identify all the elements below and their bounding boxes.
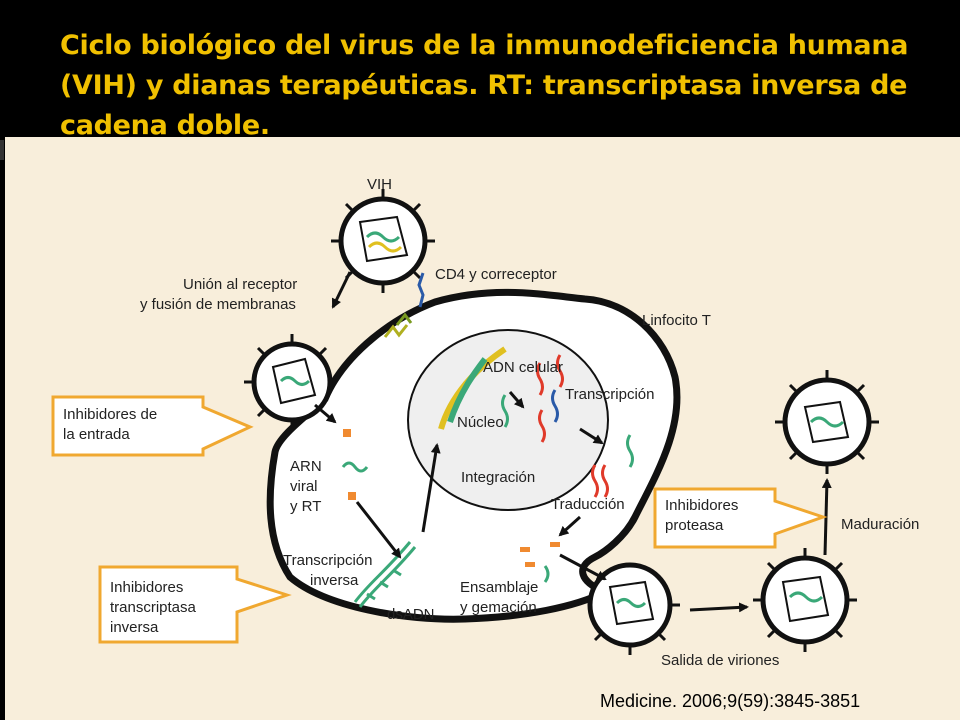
viral-rna — [341, 429, 369, 500]
hiv-lifecycle-diagram: VIH Unión al receptor y fusión de membra… — [51, 176, 919, 669]
callout-rt-2: transcriptasa — [110, 599, 197, 616]
label-union-1: Unión al receptor — [183, 276, 297, 293]
label-cd4: CD4 y correceptor — [435, 266, 557, 283]
label-maduracion: Maduración — [841, 516, 919, 533]
label-integracion: Integración — [461, 469, 535, 486]
hiv-lifecycle-figure: VIH Unión al receptor y fusión de membra… — [5, 137, 960, 720]
callout-proteasa-1: Inhibidores — [665, 497, 738, 514]
diagram-labels: VIH Unión al receptor y fusión de membra… — [63, 176, 919, 669]
virion-fusing — [244, 334, 333, 430]
slide-edge-mark — [0, 140, 4, 160]
label-ensamblaje-2: y gemación — [460, 599, 537, 616]
label-ti-2: inversa — [310, 572, 359, 589]
label-union-2: y fusión de membranas — [140, 296, 296, 313]
source-citation: Medicine. 2006;9(59):3845-3851 — [600, 691, 861, 711]
label-ensamblaje-1: Ensamblaje — [460, 579, 538, 596]
callout-rt-1: Inhibidores — [110, 579, 183, 596]
label-salida: Salida de viriones — [661, 652, 779, 669]
mrna-strands — [501, 354, 634, 498]
label-arn-3: y RT — [290, 498, 321, 515]
callout-rt-inhibitors — [98, 565, 292, 644]
label-adn-celular: ADN celular — [483, 359, 563, 376]
virion-released — [753, 548, 857, 652]
integrated-dna — [447, 357, 488, 423]
assembly-rna — [543, 565, 550, 583]
label-transcripcion: Transcripción — [565, 386, 654, 403]
slide-title: Ciclo biológico del virus de la inmunode… — [60, 30, 909, 141]
callout-protease-inhibitors — [653, 487, 828, 549]
label-arn-1: ARN — [290, 458, 322, 475]
label-linfocito: Linfocito T — [642, 312, 711, 329]
label-arn-2: viral — [290, 478, 318, 495]
callout-entry-inhibitors — [51, 395, 254, 457]
label-nucleo: Núcleo — [457, 414, 504, 431]
callout-entrada-2: la entrada — [63, 426, 130, 443]
callout-entrada-1: Inhibidores de — [63, 406, 157, 423]
callout-proteasa-2: proteasa — [665, 517, 724, 534]
label-dsadn: dsADN — [387, 606, 435, 623]
assembly-proteins — [520, 542, 560, 567]
cd4-receptors — [383, 272, 425, 338]
dsdna-helix — [353, 541, 417, 608]
virion-budding — [587, 562, 680, 655]
label-ti-1: Transcripción — [283, 552, 372, 569]
virion-top — [331, 189, 435, 293]
callout-rt-3: inversa — [110, 619, 159, 636]
virion-mature — [775, 370, 879, 474]
label-traduccion: Traducción — [551, 496, 625, 513]
label-vih: VIH — [367, 176, 392, 193]
